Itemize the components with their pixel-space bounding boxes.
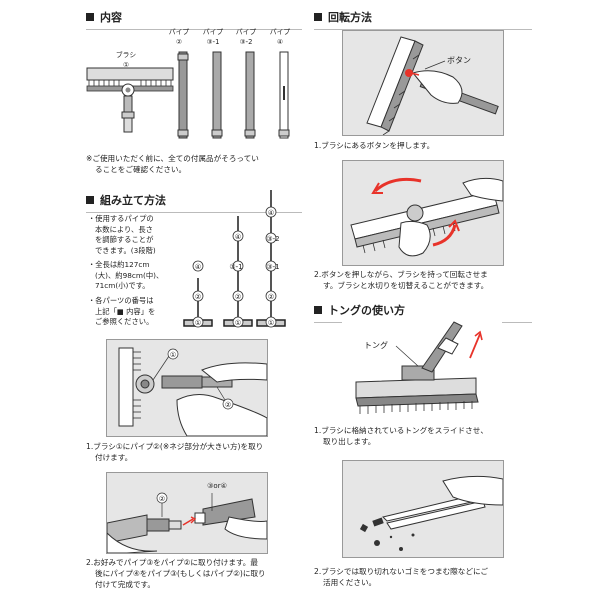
caption-line: 2.お好みでパイプ③をパイプ②に取り付けます。最 — [86, 558, 258, 567]
contents-title: 内容 — [100, 11, 122, 24]
pipe-4-num-text: ④ — [276, 38, 284, 46]
caption-line: 付けて完成です。 — [95, 580, 155, 589]
pipe-3-1-num-text: ③-1 — [206, 38, 220, 46]
tong-step1-illustration: トング — [342, 318, 502, 418]
bullet-3-line: ・各パーツの番号は — [88, 296, 154, 305]
rotate-step2-illustration — [342, 160, 504, 266]
assembly-step2-caption: 2.お好みでパイプ③をパイプ②に取り付けます。最 後にパイプ④をパイプ③(もしく… — [86, 557, 304, 590]
rotate-step1-caption: 1.ブラシにあるボタンを押します。 — [314, 141, 435, 150]
contents-note: ※ご使用いただく前に、全ての付属品がそろってい ることをご確認ください。 — [86, 153, 304, 175]
pipe-2-label: パイプ ② — [165, 27, 193, 47]
contents-rule — [86, 29, 302, 30]
bullet-1-line: 本数により、長さ — [95, 224, 153, 234]
rotate-step2-caption: 2.ボタンを押しながら、ブラシを持って回転させま す。ブラシと水切りを切替えるこ… — [314, 269, 532, 291]
caption-line: 取り出します。 — [323, 437, 376, 446]
brush-part-label: ブラシ ① — [111, 50, 141, 70]
bullet-1-line: を調節することが — [95, 235, 154, 244]
brush-label-text: ブラシ — [115, 51, 137, 59]
assembly-heading: 組み立て方法 — [86, 192, 166, 208]
rotate-title: 回転方法 — [328, 11, 372, 24]
heading-square-icon — [86, 196, 94, 204]
mid-label-2: ② — [235, 293, 241, 301]
step1-label-2: ② — [225, 401, 231, 409]
heading-square-icon — [314, 13, 322, 21]
bullet-2-line: 71cm(小)です。 — [95, 281, 150, 290]
bullet-3-line: 上記「■ 内容」を — [95, 306, 156, 316]
pipe-3-1-label-text: パイプ — [202, 28, 224, 36]
contents-note-line1: ※ご使用いただく前に、全ての付属品がそろってい — [86, 154, 259, 163]
heading-square-icon — [86, 13, 94, 21]
large-label-1: ① — [268, 319, 274, 327]
pipe-2-num-text: ② — [175, 38, 183, 46]
pipe-3-2-label: パイプ ③-2 — [232, 27, 260, 47]
button-label: ボタン — [447, 56, 471, 65]
pipe-3-2-label-text: パイプ — [235, 28, 257, 36]
tong-step2-illustration — [342, 460, 504, 558]
small-label-2: ② — [195, 293, 201, 301]
mid-label-4: ④ — [235, 233, 241, 241]
pipe-4-label: パイプ ④ — [266, 27, 294, 47]
heading-square-icon — [314, 306, 322, 314]
contents-heading: 内容 — [86, 9, 122, 25]
bullet-1-line: ・使用するパイプの — [88, 214, 154, 223]
large-label-3-1: ③-1 — [266, 263, 279, 271]
small-label-4: ④ — [195, 263, 201, 271]
bullet-3-line: ご参照ください。 — [95, 317, 154, 326]
assembly-bullet-2: ・全長は約127cm (大)、約98cm(中)、 71cm(小)です。 — [88, 260, 163, 292]
assembly-step2-illustration: ② ③or④ — [106, 472, 268, 554]
rotate-heading: 回転方法 — [314, 9, 372, 25]
pipe-3-1-label: パイプ ③-1 — [199, 27, 227, 47]
large-label-4: ④ — [268, 209, 274, 217]
rotate-step1-illustration: ボタン — [342, 30, 504, 136]
assembly-bullet-1: ・使用するパイプの 本数により、長さ を調節することが できます。(3段階) — [88, 214, 156, 256]
assembly-step1-illustration: ① ② — [106, 339, 268, 437]
tong-step2-caption: 2.ブラシでは取り切れないゴミをつまむ際などにご 活用ください。 — [314, 566, 532, 588]
brush-num-text: ① — [122, 61, 130, 69]
caption-line: 付けます。 — [95, 453, 133, 462]
pipe-4-label-text: パイプ — [269, 28, 291, 36]
tong-title: トングの使い方 — [328, 304, 405, 317]
bullet-1-line: できます。(3段階) — [95, 245, 156, 255]
assembly-title: 組み立て方法 — [100, 194, 166, 207]
large-label-2: ② — [268, 293, 274, 301]
tong-label: トング — [364, 340, 388, 350]
caption-line: 1.ブラシ①にパイプ②(※ネジ部分が大きい方)を取り — [86, 442, 264, 451]
step1-label-1: ① — [170, 351, 176, 359]
parts-illustration — [86, 51, 290, 139]
caption-line: 後にパイプ④をパイプ③(もしくはパイプ②)に取り — [95, 569, 266, 578]
caption-line: 1.ブラシに格納されているトングをスライドさせ、 — [314, 426, 488, 435]
assembly-length-diagram: ④ ② ① ④ ③-1 ② ① ④ ③-2 ③-1 ② ① — [183, 190, 286, 328]
caption-line: す。ブラシと水切りを切替えることができます。 — [323, 281, 489, 290]
assembly-rule — [86, 212, 302, 213]
pipe-3-2-num-text: ③-2 — [239, 38, 253, 46]
tong-step1-caption: 1.ブラシに格納されているトングをスライドさせ、 取り出します。 — [314, 425, 532, 447]
step2-label-3or4: ③or④ — [207, 482, 227, 490]
small-label-1: ① — [195, 319, 201, 327]
bullet-2-line: (大)、約98cm(中)、 — [95, 270, 164, 280]
caption-line: 活用ください。 — [323, 578, 377, 587]
large-label-3-2: ③-2 — [266, 235, 279, 243]
pipe-2-label-text: パイプ — [168, 28, 190, 36]
bullet-2-line: ・全長は約127cm — [88, 260, 150, 269]
mid-label-3-1: ③-1 — [229, 263, 242, 271]
assembly-step1-caption: 1.ブラシ①にパイプ②(※ネジ部分が大きい方)を取り 付けます。 — [86, 441, 304, 463]
tong-heading: トングの使い方 — [314, 302, 405, 318]
caption-line: 2.ボタンを押しながら、ブラシを持って回転させま — [314, 270, 488, 279]
mid-label-1: ① — [235, 319, 241, 327]
assembly-bullet-3: ・各パーツの番号は 上記「■ 内容」を ご参照ください。 — [88, 296, 155, 328]
rotate-rule — [314, 29, 532, 30]
contents-note-line2: ることをご確認ください。 — [95, 165, 187, 174]
step2-label-2: ② — [159, 495, 165, 503]
caption-line: 2.ブラシでは取り切れないゴミをつまむ際などにご — [314, 567, 489, 576]
